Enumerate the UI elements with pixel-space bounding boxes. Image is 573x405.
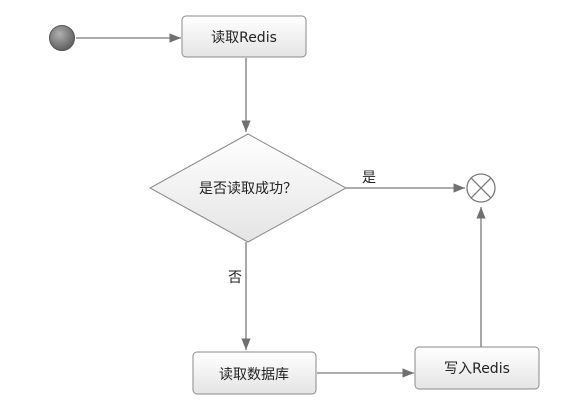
no-edge-label: 否 [228, 270, 242, 286]
decision-node[interactable]: 是否读取成功？ [148, 133, 348, 243]
end-node [466, 173, 496, 203]
read-database-node[interactable]: 读取数据库 [192, 351, 317, 395]
write-redis-node[interactable]: 写入Redis [414, 346, 540, 390]
read-database-label: 读取数据库 [219, 366, 289, 383]
read-redis-node[interactable]: 读取Redis [181, 15, 307, 58]
decision-label: 是否读取成功？ [199, 180, 297, 197]
start-node [49, 25, 75, 51]
read-redis-label: 读取Redis [211, 29, 277, 46]
write-redis-label: 写入Redis [444, 361, 510, 377]
yes-edge-label: 是 [362, 170, 376, 186]
